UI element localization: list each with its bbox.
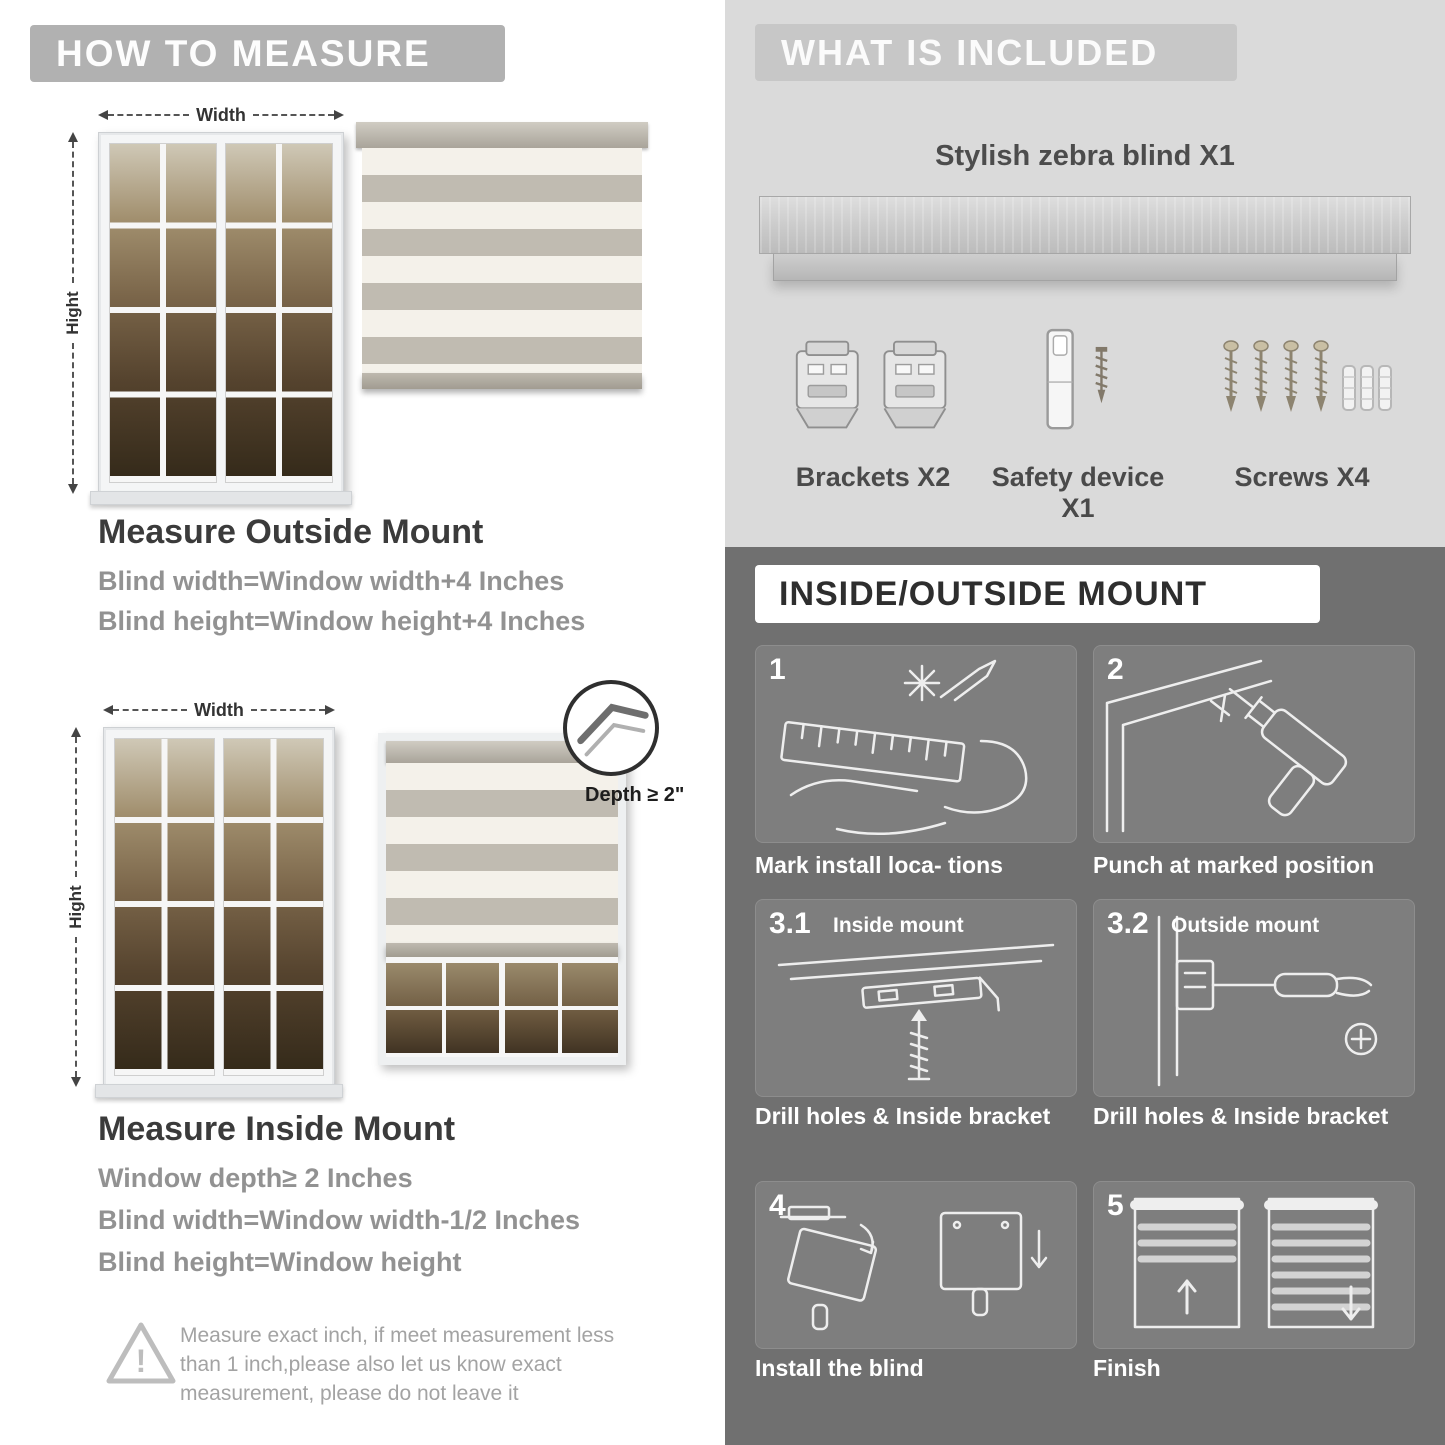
step-number: 3.1 <box>769 907 811 940</box>
window-illustration-inside <box>95 727 343 1098</box>
how-to-measure-header: HOW TO MEASURE <box>30 25 505 82</box>
zebra-blind-illustration-inside <box>378 733 626 1065</box>
inside-rule-height: Blind height=Window height <box>98 1247 462 1277</box>
exclamation-glyph: ! <box>136 1343 147 1379</box>
arrow-up-icon <box>68 132 78 142</box>
depth-callout-circle <box>563 680 659 776</box>
blind-stripes <box>386 763 618 943</box>
safety-device-icon <box>1046 328 1108 430</box>
finished-blinds-illustration <box>1130 1197 1378 1329</box>
zebra-blind-quantity-label: Stylish zebra blind X1 <box>935 140 1235 172</box>
window-glass <box>223 738 324 1076</box>
outside-mount-title: Measure Outside Mount <box>98 513 484 551</box>
width-label: Width <box>196 104 246 125</box>
blind-stripes <box>362 148 642 373</box>
step-panel-4: 4 <box>755 1181 1077 1349</box>
step-number: 1 <box>769 653 786 686</box>
step-caption-1: Mark install loca- tions <box>755 852 1003 878</box>
zebra-blind-valance-illustration <box>773 254 1397 281</box>
arrow-left-icon <box>98 110 108 120</box>
step-sublabel: Inside mount <box>833 914 964 937</box>
arrow-up-icon <box>71 727 81 737</box>
inside-rule-depth: Window depth≥ 2 Inches <box>98 1163 413 1193</box>
outside-rule-width: Blind width=Window width+4 Inches <box>98 566 565 596</box>
window-corner-zoom-icon <box>577 703 649 757</box>
arrow-right-icon <box>334 110 345 120</box>
warning-icon: ! <box>103 1318 179 1390</box>
width-measurement-outside: Width <box>98 104 345 125</box>
step-panel-3-1: 3.1 Inside mount <box>755 899 1077 1097</box>
height-label: Hight <box>66 885 85 929</box>
step-caption-2: Punch at marked position <box>1093 852 1375 878</box>
step-panel-1: 1 <box>755 645 1077 843</box>
step-panel-2: 2 <box>1093 645 1415 843</box>
arrow-down-icon <box>71 1077 81 1087</box>
window-glass <box>225 143 333 483</box>
zebra-blind-illustration-outside <box>356 122 648 389</box>
height-label: Hight <box>63 291 82 335</box>
brackets-label: Brackets X2 <box>795 462 951 492</box>
height-measurement-inside: Hight <box>66 727 85 1087</box>
step-number: 5 <box>1107 1189 1124 1222</box>
outside-rule-height: Blind height=Window height+4 Inches <box>98 606 586 636</box>
install-blind-illustration <box>779 1205 1048 1331</box>
window-glass <box>109 143 217 483</box>
zebra-blind-rolled-illustration <box>759 196 1411 254</box>
width-measurement-inside: Width <box>103 699 336 720</box>
step-caption-3-1: Drill holes & Inside bracket <box>755 1103 1051 1129</box>
step-panel-3-2: 3.2 Outside mount <box>1093 899 1415 1097</box>
what-is-included-header: WHAT IS INCLUDED <box>755 24 1237 81</box>
mark-location-illustration <box>780 659 1028 836</box>
arrow-down-icon <box>68 484 78 494</box>
window-glass-behind-blind <box>386 957 618 1057</box>
screws-icon <box>1222 339 1392 414</box>
blind-bottomrail <box>362 373 642 389</box>
window-glass <box>114 738 215 1076</box>
inside-outside-mount-section: INSIDE/OUTSIDE MOUNT 1 Mark install loc <box>725 547 1445 1445</box>
step-caption-3-2: Drill holes & Inside bracket <box>1093 1103 1389 1129</box>
blind-headrail <box>356 122 648 148</box>
warning-text: Measure exact inch, if meet measurement … <box>180 1324 615 1405</box>
blind-headrail <box>386 741 618 763</box>
arrow-right-icon <box>325 705 336 715</box>
width-label: Width <box>194 699 244 720</box>
mount-section-header: INSIDE/OUTSIDE MOUNT <box>755 565 1320 623</box>
brackets-icon <box>795 340 947 429</box>
step-panel-5: 5 <box>1093 1181 1415 1349</box>
step-number: 2 <box>1107 653 1124 686</box>
inside-bracket-illustration <box>777 943 1055 1081</box>
drill-position-illustration <box>1105 659 1348 833</box>
step-caption-5: Finish <box>1093 1355 1161 1381</box>
step-sublabel: Outside mount <box>1171 914 1320 937</box>
arrow-left-icon <box>103 705 113 715</box>
window-illustration-outside <box>90 132 352 505</box>
inside-mount-title: Measure Inside Mount <box>98 1110 456 1148</box>
blind-bottomrail <box>386 943 618 957</box>
step-number: 3.2 <box>1107 907 1149 940</box>
what-is-included-section: WHAT IS INCLUDED Stylish zebra blind X1 <box>725 0 1445 547</box>
inside-rule-width: Blind width=Window width-1/2 Inches <box>98 1205 581 1235</box>
step-number: 4 <box>769 1189 786 1222</box>
depth-label: Depth ≥ 2" <box>585 784 685 806</box>
height-measurement-outside: Hight <box>63 132 82 494</box>
screws-label: Screws X4 <box>1234 462 1370 492</box>
step-caption-4: Install the blind <box>755 1355 924 1381</box>
safety-device-label: Safety device X1 <box>991 462 1165 523</box>
outside-bracket-illustration <box>1157 915 1378 1087</box>
